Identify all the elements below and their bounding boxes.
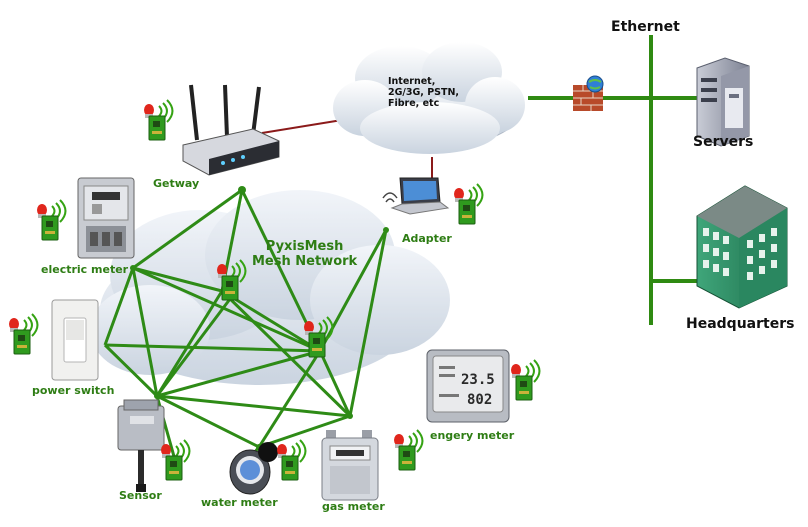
mesh-network-title: PyxisMesh Mesh Network <box>252 239 357 269</box>
adapter-laptop-icon <box>382 177 450 215</box>
energy-meter-icon: 23.5 802 <box>426 349 510 423</box>
firewall-icon <box>573 75 604 111</box>
power-switch-label: power switch <box>32 384 115 397</box>
energy-meter-label: engery meter <box>430 429 515 442</box>
headquarters-building-icon <box>696 185 788 309</box>
gateway-label: Getway <box>153 177 200 190</box>
sensor-icon <box>117 399 165 492</box>
gas-meter-label: gas meter <box>322 500 385 513</box>
water-meter-icon <box>229 442 278 495</box>
mesh-network-title-line-1: PyxisMesh <box>265 239 344 254</box>
ethernet-label: Ethernet <box>611 19 680 35</box>
servers-label: Servers <box>693 134 754 150</box>
adapter-label: Adapter <box>402 232 452 245</box>
energy-display-value-1: 23.5 <box>461 372 495 388</box>
sensor-label: Sensor <box>119 489 162 502</box>
radio-module-energy-meter <box>510 359 541 401</box>
water-meter-label: water meter <box>201 496 278 509</box>
radio-module-gateway <box>143 99 174 141</box>
radio-module-electric-meter <box>36 199 67 241</box>
gas-meter-icon <box>321 430 379 501</box>
radio-module-sensor <box>160 439 191 481</box>
radio-module-power-switch <box>8 313 39 355</box>
radio-module-water-meter <box>276 439 307 481</box>
internet-cloud <box>333 42 525 154</box>
radio-module-adapter <box>453 183 484 225</box>
background-cloud-graphic <box>90 190 450 385</box>
radio-module-gas-meter <box>393 429 424 471</box>
mesh-links <box>103 188 388 471</box>
servers-icon <box>696 57 750 147</box>
headquarters-label: Headquarters <box>686 316 795 332</box>
electric-meter-label: electric meter <box>41 263 129 276</box>
internet-links <box>261 119 433 178</box>
internet-cloud-label: Internet, 2G/3G, PSTN, Fibre, etc <box>388 76 460 109</box>
electric-meter-icon <box>77 177 135 259</box>
ethernet-backbone <box>528 35 700 325</box>
energy-display-value-2: 802 <box>467 392 492 408</box>
gateway-router-icon <box>182 84 280 176</box>
power-switch-icon <box>51 299 99 381</box>
mesh-network-title-line-2: Mesh Network <box>252 254 358 269</box>
